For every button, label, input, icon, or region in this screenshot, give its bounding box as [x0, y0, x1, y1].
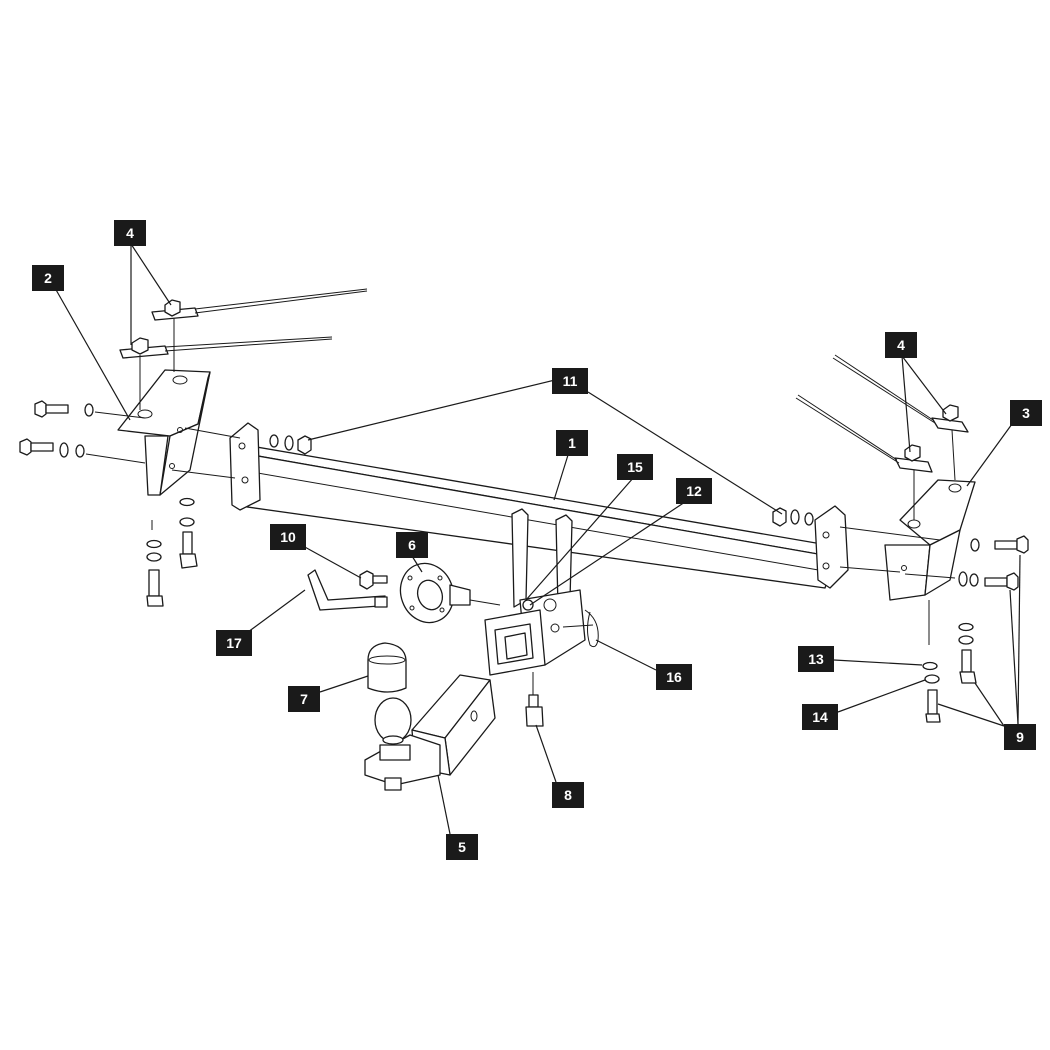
- callout-10: 10: [270, 524, 306, 550]
- nut-plates-right: [795, 354, 969, 520]
- left-horizontal-bolts: [19, 400, 312, 479]
- callout-7-text: 7: [300, 691, 308, 707]
- callout-12: 12: [676, 478, 712, 504]
- ball-mount: [364, 674, 496, 791]
- left-vertical-bolts: [146, 497, 198, 607]
- callout-13: 13: [798, 646, 834, 672]
- callout-2: 2: [32, 265, 64, 291]
- socket-plate: [399, 562, 501, 624]
- callout-8: 8: [552, 782, 584, 808]
- locking-pin: [307, 569, 388, 611]
- callout-14-text: 14: [812, 709, 828, 725]
- callout-3: 3: [1010, 400, 1042, 426]
- callout-11-text: 11: [563, 373, 578, 389]
- receiver-bolt: [525, 672, 544, 727]
- callout-4-left-text: 4: [126, 225, 134, 241]
- callout-10-text: 10: [280, 529, 296, 545]
- callout-16: 16: [656, 664, 692, 690]
- right-bracket: [884, 479, 976, 601]
- nut-plates-left: [119, 288, 368, 410]
- callout-13-text: 13: [808, 651, 824, 667]
- callout-12-text: 12: [686, 483, 702, 499]
- right-vertical-bolts: [922, 600, 977, 723]
- callout-15: 15: [617, 454, 653, 480]
- callout-4-left: 4: [114, 220, 146, 246]
- callout-15-text: 15: [627, 459, 643, 475]
- callout-9-text: 9: [1016, 729, 1024, 745]
- socket-bolt: [359, 570, 388, 590]
- leader-lines: [54, 243, 1021, 835]
- callout-6-text: 6: [408, 537, 416, 553]
- callout-3-text: 3: [1022, 405, 1030, 421]
- left-bracket: [117, 369, 211, 496]
- callout-5-text: 5: [458, 839, 466, 855]
- callout-14: 14: [802, 704, 838, 730]
- callout-9: 9: [1004, 724, 1036, 750]
- callout-11: 11: [552, 368, 588, 394]
- spring-clip: [562, 609, 599, 648]
- crossbar-tube: [229, 422, 849, 589]
- callout-1: 1: [556, 430, 588, 456]
- callout-16-text: 16: [666, 669, 682, 685]
- right-horizontal-bolts: [772, 507, 1029, 591]
- callout-17: 17: [216, 630, 252, 656]
- callout-17-text: 17: [226, 635, 242, 651]
- ball-cap: [367, 642, 407, 693]
- callout-8-text: 8: [564, 787, 572, 803]
- callout-7: 7: [288, 686, 320, 712]
- callout-2-text: 2: [44, 270, 52, 286]
- callout-5: 5: [446, 834, 478, 860]
- callout-1-text: 1: [568, 435, 576, 451]
- receiver-mount: [484, 508, 586, 676]
- callout-4-right: 4: [885, 332, 917, 358]
- callout-6: 6: [396, 532, 428, 558]
- callout-4-right-text: 4: [897, 337, 905, 353]
